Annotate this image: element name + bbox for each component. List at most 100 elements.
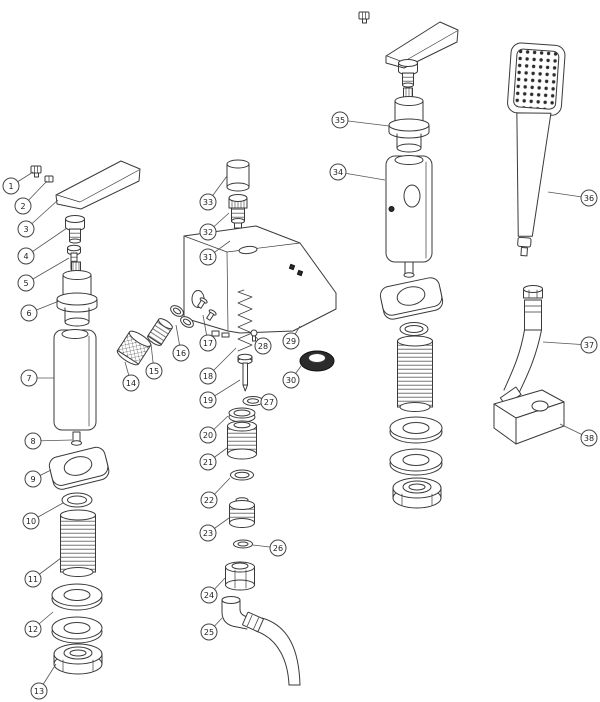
part-rubber-seal-ring bbox=[299, 350, 335, 372]
part-valve-body-right bbox=[385, 155, 433, 263]
callout-number: 28 bbox=[258, 342, 268, 351]
callout-circle bbox=[17, 247, 35, 265]
callout-circle bbox=[24, 570, 42, 588]
callout-circle bbox=[580, 429, 598, 447]
callout-20: 20 bbox=[199, 415, 229, 444]
part-diverter-knob bbox=[226, 159, 250, 192]
callout-2: 2 bbox=[14, 180, 48, 215]
part-washer-diverter bbox=[242, 396, 264, 406]
callout-25: 25 bbox=[200, 617, 223, 641]
callout-circle bbox=[24, 620, 42, 638]
callout-circle bbox=[199, 391, 217, 409]
callout-number: 34 bbox=[333, 168, 343, 177]
callout-circle bbox=[580, 189, 598, 207]
callout-circle bbox=[331, 111, 349, 129]
callout-number: 30 bbox=[286, 376, 296, 385]
callout-number: 33 bbox=[203, 198, 213, 207]
callout-circle bbox=[22, 512, 40, 530]
callout-1: 1 bbox=[2, 171, 34, 195]
callout-number: 38 bbox=[584, 434, 594, 443]
part-oring-diverter bbox=[230, 469, 254, 481]
callout-circle bbox=[24, 470, 42, 488]
part-diverter-cartridge bbox=[227, 420, 257, 460]
callout-24: 24 bbox=[200, 577, 226, 604]
callout-circle bbox=[199, 426, 217, 444]
callout-number: 2 bbox=[20, 202, 25, 211]
part-threaded-tail-left bbox=[60, 509, 96, 577]
part-backnut-left bbox=[53, 643, 103, 675]
callout-7: 7 bbox=[20, 369, 54, 387]
part-cartridge-right bbox=[388, 87, 430, 153]
callout-circle bbox=[172, 344, 190, 362]
part-oring-right bbox=[399, 322, 429, 336]
part-washer-right-1 bbox=[389, 416, 443, 444]
callout-number: 35 bbox=[335, 116, 345, 125]
callout-number: 36 bbox=[584, 194, 594, 203]
callout-18: 18 bbox=[199, 347, 237, 385]
callout-number: 16 bbox=[176, 349, 186, 358]
part-aerator-top bbox=[228, 194, 248, 229]
callout-9: 9 bbox=[24, 469, 52, 488]
callout-number: 37 bbox=[584, 341, 594, 350]
part-seat-ring bbox=[228, 407, 256, 423]
callout-circle bbox=[122, 374, 140, 392]
part-handle-screw-left bbox=[30, 165, 42, 178]
part-body-stem-left bbox=[71, 431, 82, 446]
part-washer-left-2 bbox=[51, 616, 103, 644]
callout-number: 13 bbox=[34, 687, 44, 696]
part-aerator-insert bbox=[147, 318, 173, 346]
part-handle-left bbox=[55, 160, 141, 210]
callout-circle bbox=[199, 524, 217, 542]
callout-circle bbox=[199, 223, 217, 241]
parts-layer bbox=[30, 11, 566, 686]
callout-number: 26 bbox=[273, 544, 283, 553]
callout-circle bbox=[20, 369, 38, 387]
callout-10: 10 bbox=[22, 502, 64, 530]
callout-circle bbox=[2, 177, 20, 195]
callout-circle bbox=[200, 491, 218, 509]
callout-number: 8 bbox=[30, 437, 35, 446]
callout-number: 27 bbox=[264, 398, 274, 407]
callout-number: 19 bbox=[203, 396, 213, 405]
callout-26: 26 bbox=[252, 539, 287, 557]
callout-32: 32 bbox=[199, 212, 230, 241]
callout-number: 32 bbox=[203, 228, 213, 237]
callout-circle bbox=[20, 304, 38, 322]
callout-circle bbox=[254, 337, 272, 355]
callout-21: 21 bbox=[199, 447, 228, 471]
callout-11: 11 bbox=[24, 557, 62, 588]
callout-layer: 1234567891011121314151617181920212223242… bbox=[2, 111, 598, 700]
callout-circle bbox=[269, 539, 287, 557]
part-threaded-tail-right bbox=[397, 335, 433, 412]
part-washer-left-1 bbox=[51, 583, 103, 611]
part-handle-adapter-left bbox=[65, 215, 85, 244]
part-handle-screw-right bbox=[358, 11, 370, 24]
part-base-flange-left bbox=[48, 446, 110, 490]
callout-4: 4 bbox=[17, 227, 68, 265]
callout-number: 9 bbox=[30, 475, 35, 484]
callout-6: 6 bbox=[20, 300, 60, 322]
part-grub-screws bbox=[197, 297, 217, 321]
part-oring-left bbox=[61, 492, 93, 508]
callout-circle bbox=[199, 193, 217, 211]
part-valve-body-left bbox=[53, 329, 97, 431]
part-shower-handset bbox=[507, 42, 566, 257]
callout-circle bbox=[329, 163, 347, 181]
callout-3: 3 bbox=[17, 199, 59, 238]
callout-16: 16 bbox=[172, 324, 190, 362]
callout-circle bbox=[200, 586, 218, 604]
callout-number: 12 bbox=[28, 625, 38, 634]
callout-number: 3 bbox=[23, 225, 28, 234]
part-washer-right-2 bbox=[389, 448, 443, 476]
callout-number: 6 bbox=[26, 309, 31, 318]
callout-12: 12 bbox=[24, 611, 54, 638]
callout-circle bbox=[30, 682, 48, 700]
callout-15: 15 bbox=[145, 343, 163, 380]
callout-number: 22 bbox=[204, 496, 214, 505]
callout-number: 11 bbox=[28, 575, 38, 584]
callout-circle bbox=[282, 332, 300, 350]
part-handle-adapter-right bbox=[398, 59, 418, 88]
callout-circle bbox=[17, 274, 35, 292]
callout-33: 33 bbox=[199, 175, 228, 211]
